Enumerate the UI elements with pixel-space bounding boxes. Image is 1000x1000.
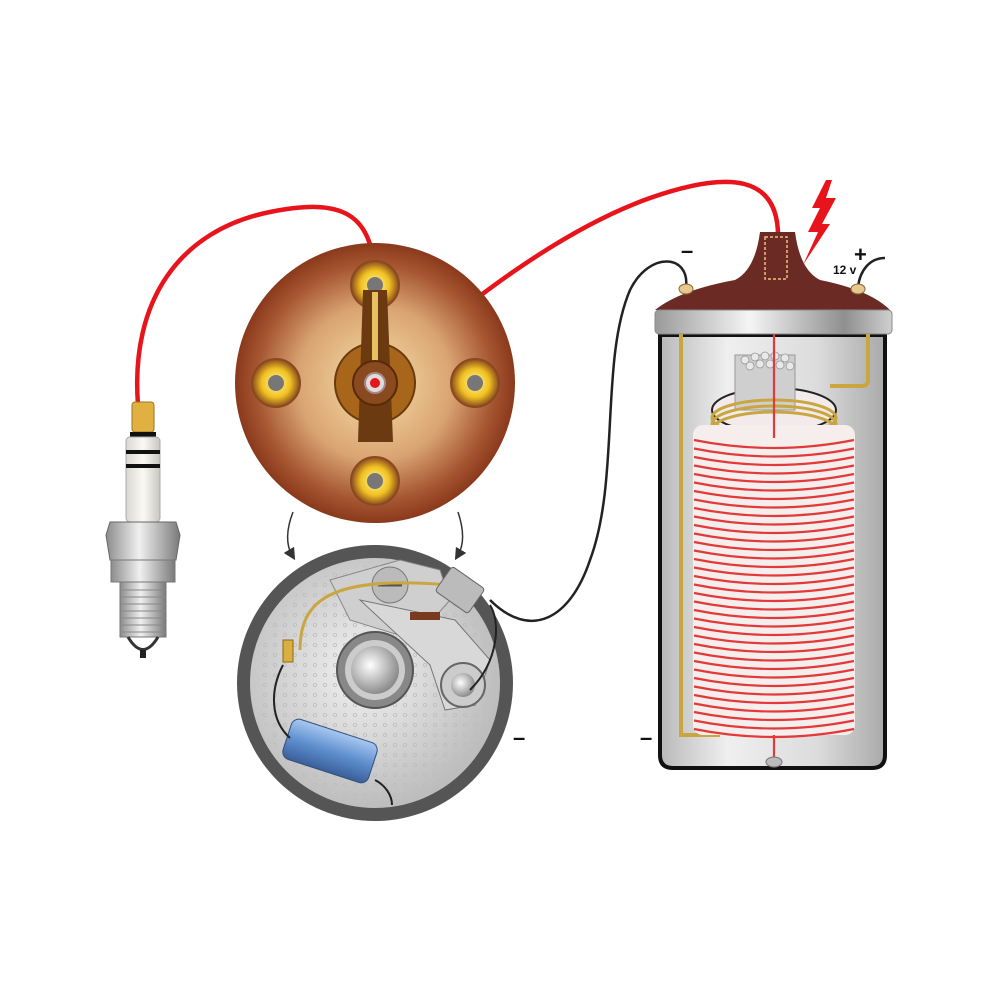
ignition-coil — [654, 232, 893, 770]
lt-wire-positive — [856, 256, 886, 288]
distributor-cap — [235, 243, 515, 523]
spark-plug — [105, 401, 181, 658]
cam — [336, 631, 414, 709]
coil-positive-terminal — [850, 283, 866, 295]
cap-terminal-right — [450, 358, 500, 408]
coil-ground-label: – — [640, 725, 652, 750]
lt-wire-coil-negative — [489, 260, 688, 622]
coil-voltage-label: 12 v — [833, 263, 857, 277]
condenser — [282, 718, 378, 784]
arrow-left — [283, 511, 296, 561]
arrow-right — [454, 511, 467, 561]
coil-negative-terminal — [678, 283, 694, 295]
breaker-points-assembly — [237, 545, 513, 821]
cap-terminal-left — [251, 358, 301, 408]
ht-lead-plug — [134, 204, 378, 408]
cap-terminal-bottom — [350, 456, 400, 506]
coil-negative-label: – — [681, 238, 693, 263]
coil-cap — [655, 232, 890, 310]
coil-positive-label: + — [854, 242, 867, 267]
spark-icon — [803, 180, 836, 265]
points-ground-label: – — [513, 725, 525, 750]
